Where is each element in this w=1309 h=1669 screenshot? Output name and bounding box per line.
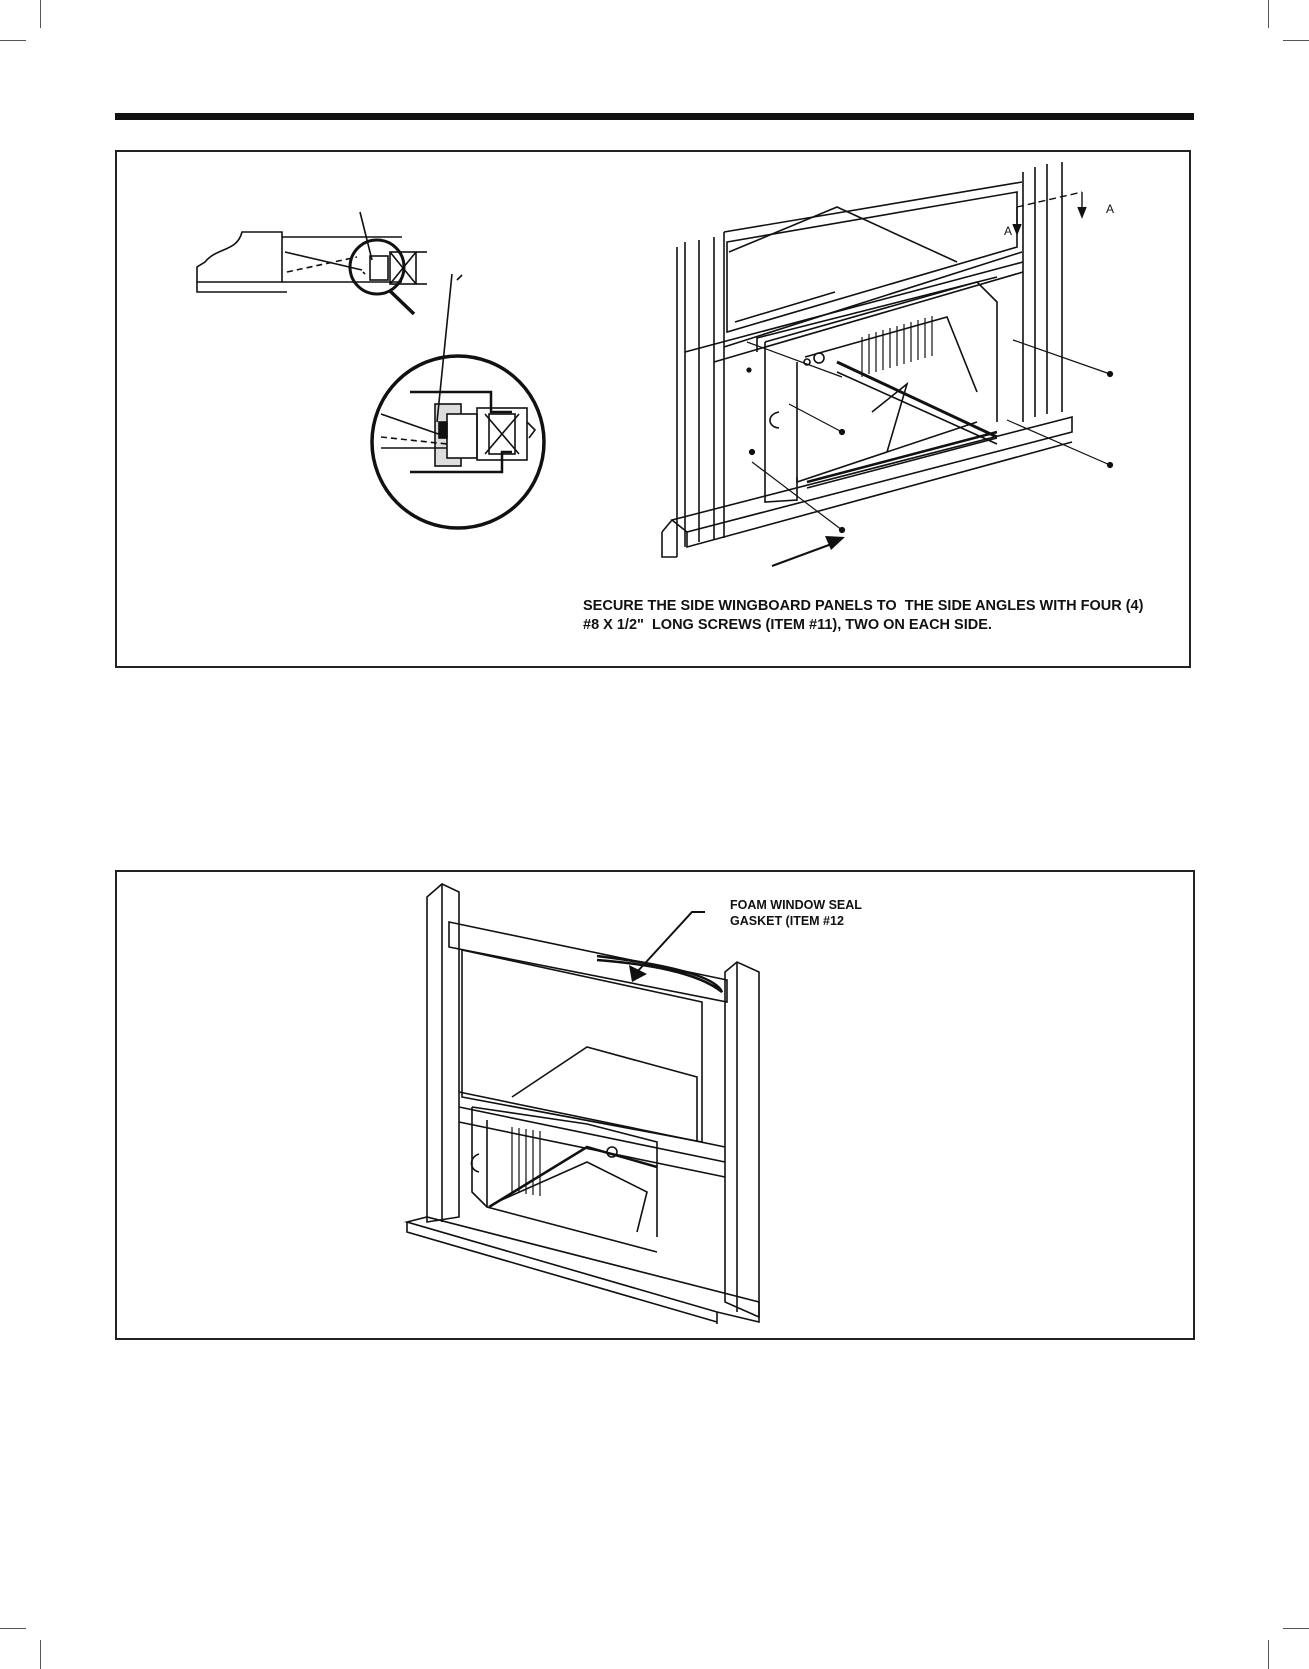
- instruction-text: SECURE THE SIDE WINGBOARD PANELS TO THE …: [583, 597, 1143, 635]
- section-label-a: A: [1106, 202, 1114, 216]
- figure-wingboard-installation: A A SECURE THE SIDE WINGBOARD PANELS TO …: [115, 150, 1191, 668]
- section-view-magnified: [372, 274, 544, 528]
- crop-mark: [0, 40, 26, 41]
- crop-mark: [1268, 1640, 1269, 1669]
- crop-mark: [1283, 40, 1309, 41]
- section-marker-a: [1013, 192, 1086, 234]
- crop-mark: [40, 1640, 41, 1669]
- crop-mark: [40, 0, 41, 28]
- figure-foam-gasket: FOAM WINDOW SEAL GASKET (ITEM #12: [115, 870, 1195, 1340]
- wingboard-illustration: [117, 152, 1189, 666]
- section-label-a: A: [1004, 224, 1012, 238]
- gasket-callout: FOAM WINDOW SEAL GASKET (ITEM #12: [730, 897, 862, 929]
- section-view-small: [197, 212, 462, 294]
- crop-mark: [0, 1628, 26, 1629]
- window-with-sleeve: [662, 162, 1072, 557]
- header-rule: [115, 113, 1194, 120]
- crop-mark: [1283, 1628, 1309, 1629]
- crop-mark: [1268, 0, 1269, 28]
- gasket-illustration: [117, 872, 1193, 1338]
